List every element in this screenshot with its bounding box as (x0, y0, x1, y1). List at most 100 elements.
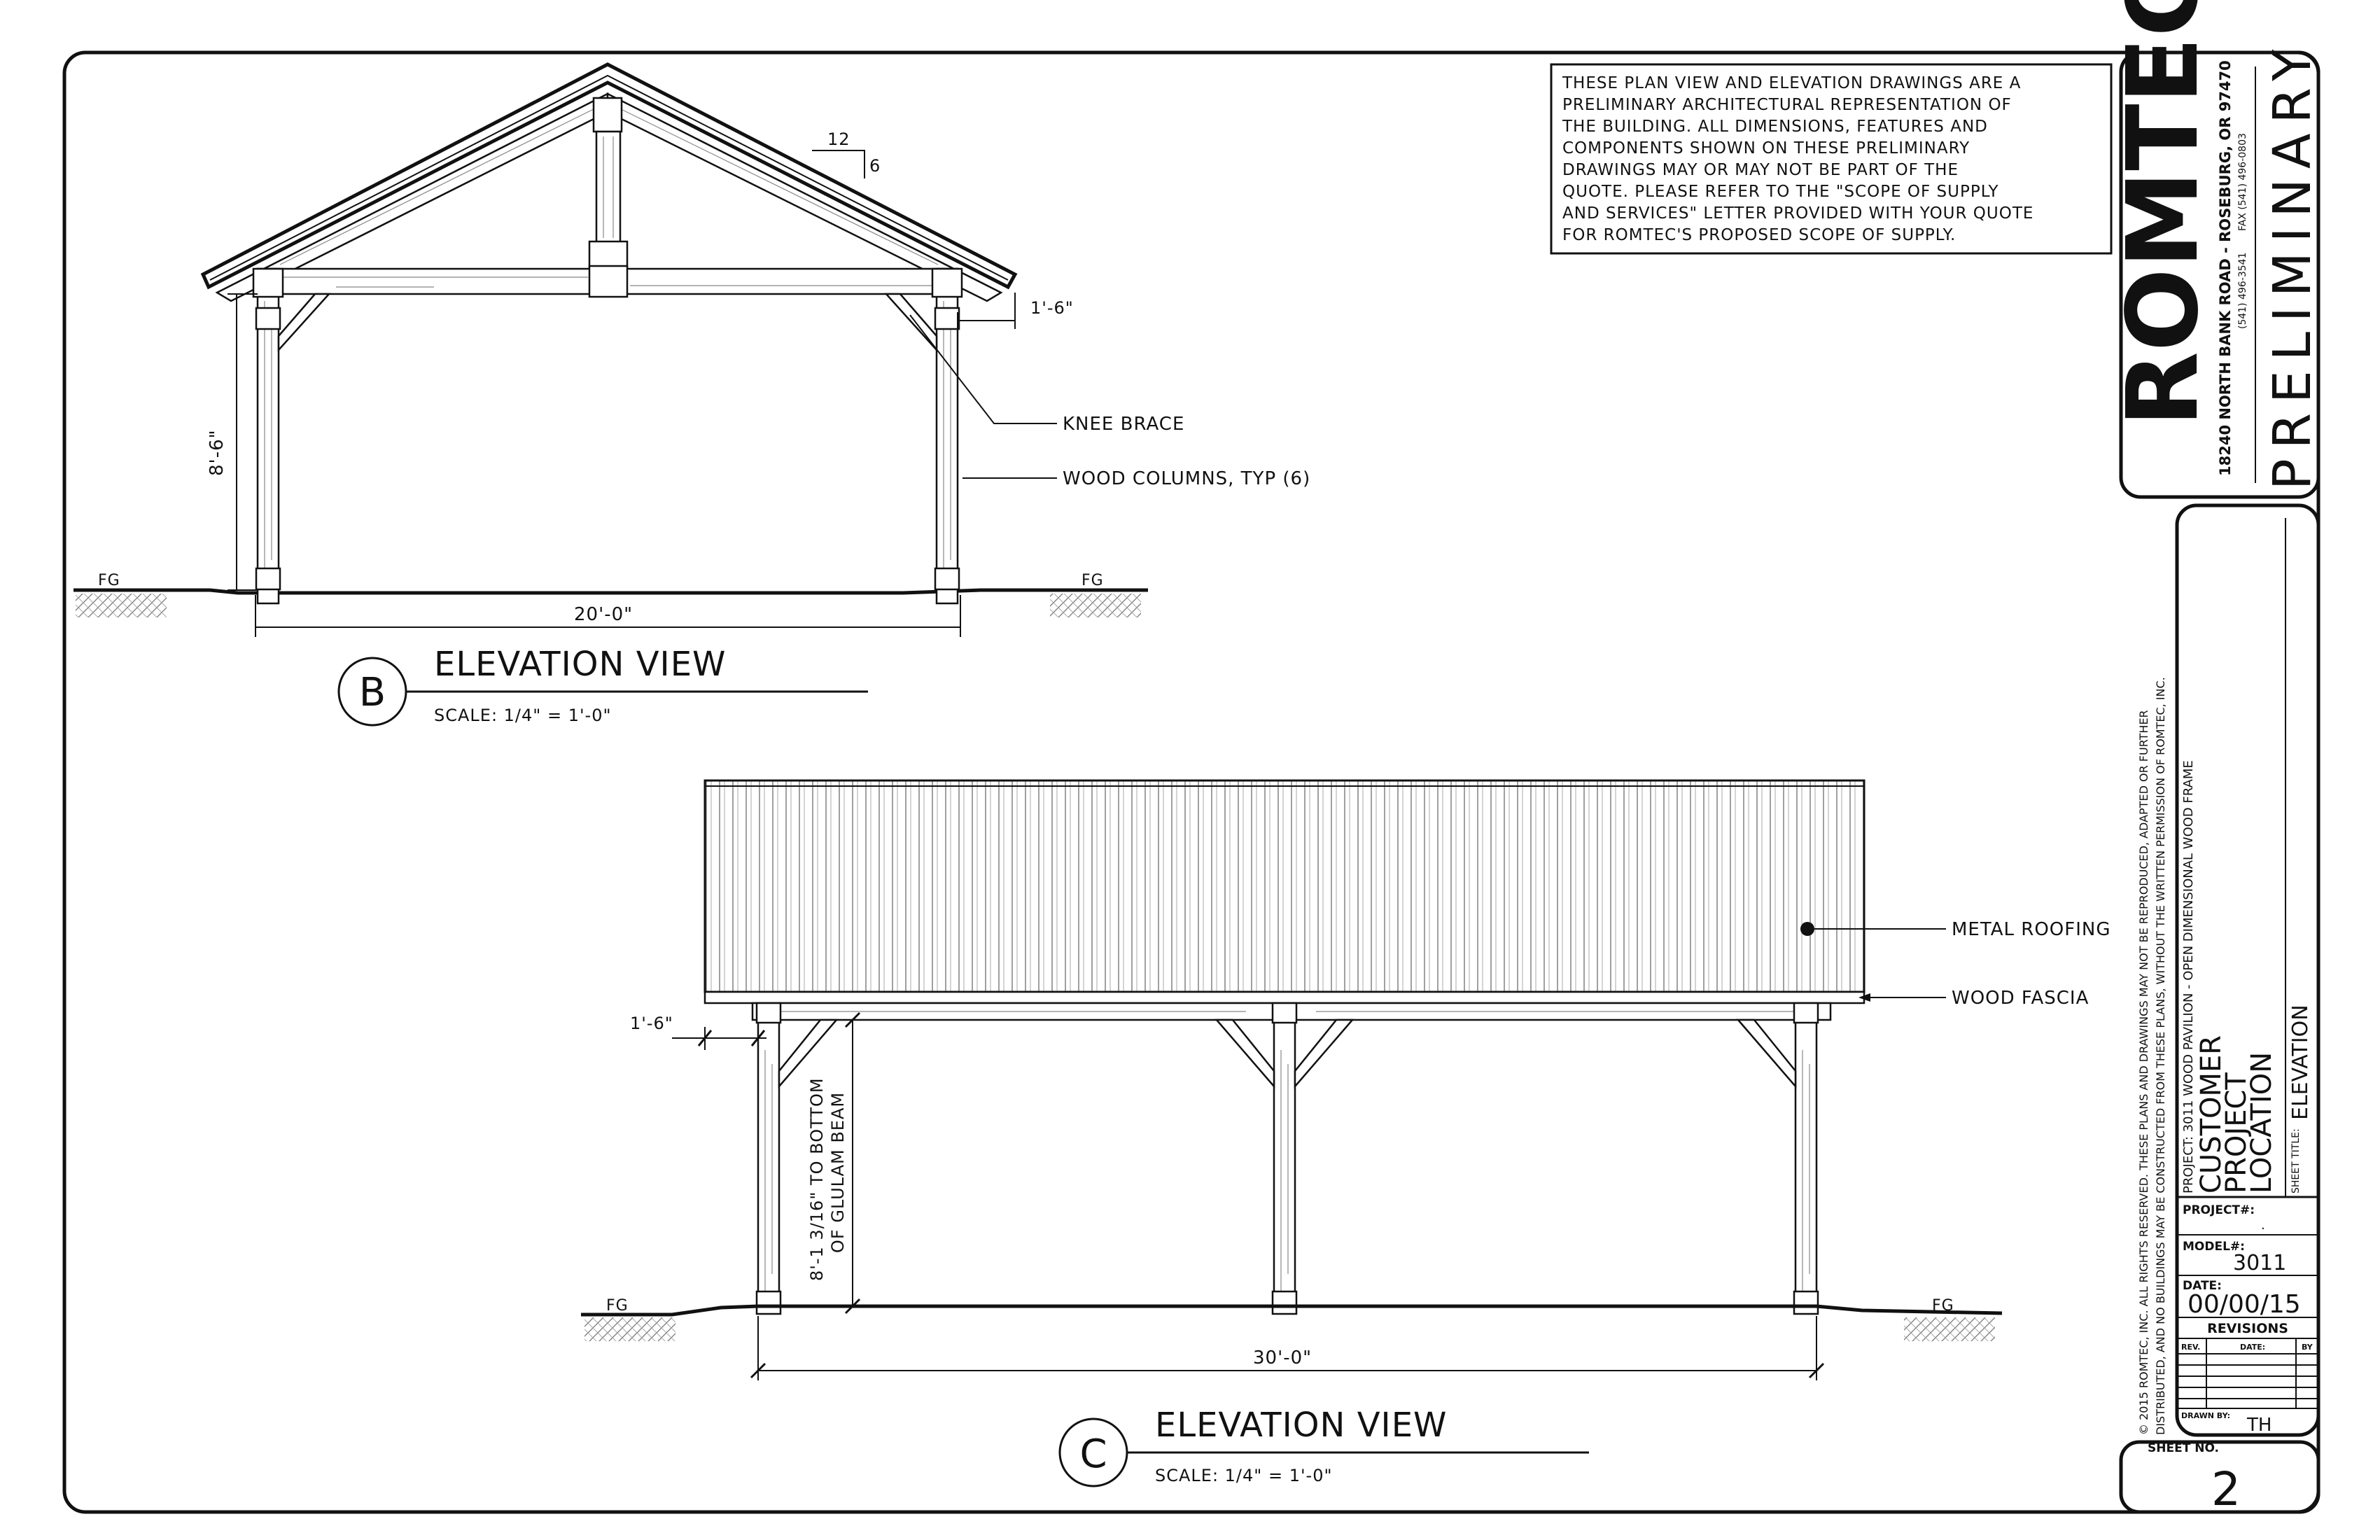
column-plate-b-left-head (252, 267, 284, 298)
column-base-c-left (755, 1290, 782, 1315)
beam-plate-b-center (588, 265, 629, 298)
company-fax: FAX (541) 496-0803 (2237, 133, 2248, 231)
leader-knee-brace (909, 314, 1057, 424)
label-roofing: METAL ROOFING (1952, 919, 2110, 940)
pitch-run-b: 12 (827, 130, 850, 149)
metal-roof-panel-c (704, 779, 1865, 993)
roof-sheathing-b (209, 74, 1009, 281)
disclaimer-box: THESE PLAN VIEW AND ELEVATION DRAWINGS A… (1550, 63, 2113, 255)
ground-hatch-b-left (76, 594, 167, 617)
view-marker-c-letter: C (1079, 1432, 1107, 1477)
column-plate-b-right-base (934, 567, 960, 591)
dim-overhang-b-text: 1'-6" (1030, 298, 1074, 318)
column-plate-b-left-top (255, 307, 281, 330)
sheet-no-panel (2119, 1440, 2320, 1514)
column-cap-c-left (755, 1002, 782, 1024)
disclaimer-line: FOR ROMTEC'S PROPOSED SCOPE OF SUPPLY. (1562, 226, 1956, 244)
rev-col: REV. (2181, 1343, 2200, 1352)
disclaimer-line: THESE PLAN VIEW AND ELEVATION DRAWINGS A… (1562, 74, 2021, 92)
elevation-b-scale: SCALE: 1/4" = 1'-0" (434, 706, 612, 725)
column-plate-b-left-base (255, 567, 281, 591)
pitch-indicator-b (812, 150, 865, 178)
column-cap-c-center (1271, 1002, 1298, 1024)
pitch-rise-b: 6 (869, 156, 881, 176)
leader-fascia-arrow (1858, 993, 1870, 1002)
drawn-by: TH (2246, 1415, 2272, 1436)
customer-name: CUSTOMER (2195, 1035, 2227, 1194)
elevation-b-title: ELEVATION VIEW (434, 645, 726, 684)
disclaimer-line: THE BUILDING. ALL DIMENSIONS, FEATURES A… (1562, 118, 1988, 136)
info-panel (2175, 503, 2320, 1437)
preliminary-stamp: PRELIMINARY (2262, 40, 2323, 490)
ground-hatch-c-left (584, 1317, 676, 1341)
knee-brace-c-1 (778, 1018, 839, 1089)
logo-panel (2119, 50, 2320, 499)
dim-height-c-ticks (844, 1011, 861, 1315)
column-plate-b-right-head (931, 267, 963, 298)
date-label: DATE: (2183, 1279, 2222, 1293)
dim-overhang-c-ticks (697, 1030, 766, 1046)
rafter-grain-b (279, 104, 939, 265)
king-post-plate-b (588, 240, 629, 271)
view-marker-b-letter: B (359, 670, 386, 715)
dim-height-b-text: 8'-6" (206, 429, 227, 476)
title-block: ROMTEC 18240 NORTH BANK ROAD - ROSEBURG,… (2106, 0, 2323, 1516)
elevation-c-title: ELEVATION VIEW (1155, 1406, 1447, 1445)
wood-fascia-c (704, 990, 1865, 1004)
elevation-c-drawing: 1'-6" 8'-1 3/16" TO BOTTOM OF GLULAM BEA… (581, 779, 2110, 1380)
ridge-plate-b (592, 97, 623, 133)
elevation-b-drawing: 1'-6" 8'-6" 20'-0" 12 6 KNEE BRACE WOOD … (74, 62, 1310, 637)
knee-brace-b-right (884, 293, 938, 353)
dim-width-c-text: 30'-0" (1253, 1348, 1312, 1368)
tie-beam-grain-b (280, 276, 938, 288)
column-grain-c (764, 1050, 1810, 1295)
fg-c-left: FG (606, 1297, 629, 1315)
fg-b-left: FG (98, 572, 120, 589)
ground-line-b (74, 588, 1148, 595)
sheet-no: 2 (2211, 1462, 2241, 1516)
disclaimer-line: DRAWINGS MAY OR MAY NOT BE PART OF THE (1562, 161, 1959, 179)
king-post-grain-b (603, 136, 614, 238)
disclaimer-line: QUOTE. PLEASE REFER TO THE "SCOPE OF SUP… (1562, 183, 1999, 201)
disclaimer-line: COMPONENTS SHOWN ON THESE PRELIMINARY (1562, 139, 1970, 158)
column-base-c-right (1793, 1290, 1819, 1315)
model-label: MODEL#: (2183, 1240, 2245, 1254)
dim-height-b (227, 293, 258, 591)
copyright-line-1: © 2015 ROMTEC, INC. ALL RIGHTS RESERVED.… (2137, 710, 2150, 1435)
column-plate-b-right-top (934, 307, 960, 330)
fg-b-right: FG (1082, 572, 1104, 589)
project-no-label: PROJECT#: (2183, 1203, 2255, 1217)
location-name: LOCATION (2246, 1052, 2278, 1194)
date-value: 00/00/15 (2188, 1290, 2301, 1319)
knee-brace-c-3 (1294, 1018, 1354, 1089)
sheet-no-label: SHEET NO. (2148, 1441, 2219, 1455)
company-logo: ROMTEC (2106, 0, 2220, 427)
project-name: PROJECT (2220, 1072, 2253, 1194)
revisions-label: REVISIONS (2207, 1321, 2288, 1336)
project-no: . (2261, 1218, 2265, 1233)
dim-overhang-c (672, 1027, 766, 1050)
leader-dot-roofing (1800, 922, 1814, 936)
sheet-title: ELEVATION (2288, 1004, 2313, 1120)
disclaimer-line: PRELIMINARY ARCHITECTURAL REPRESENTATION… (1562, 96, 2012, 114)
ground-line-c (581, 1304, 2003, 1317)
roof-outline-b (200, 62, 1018, 290)
elevation-c-title-block: C ELEVATION VIEW SCALE: 1/4" = 1'-0" (1058, 1406, 1589, 1488)
dim-width-b-text: 20'-0" (574, 604, 633, 625)
column-c-center (1273, 1007, 1296, 1315)
knee-brace-b-left (277, 293, 331, 353)
dim-overhang-c-text: 1'-6" (630, 1014, 673, 1033)
dim-height-c-text-2: OF GLULAM BEAM (828, 1092, 848, 1253)
fg-c-right: FG (1932, 1297, 1954, 1315)
column-base-c-center (1271, 1290, 1298, 1315)
knee-brace-c-4 (1736, 1018, 1797, 1089)
rev-by-col: BY (2302, 1343, 2314, 1352)
company-phone: (541) 496-3541 (2237, 253, 2248, 330)
dim-width-b (255, 595, 961, 637)
column-c-left (757, 1007, 780, 1315)
rev-date-col: DATE: (2240, 1343, 2265, 1352)
elevation-c-scale: SCALE: 1/4" = 1'-0" (1155, 1466, 1333, 1485)
ground-hatch-c-right (1904, 1317, 1995, 1341)
dim-overhang-b (957, 293, 1016, 329)
